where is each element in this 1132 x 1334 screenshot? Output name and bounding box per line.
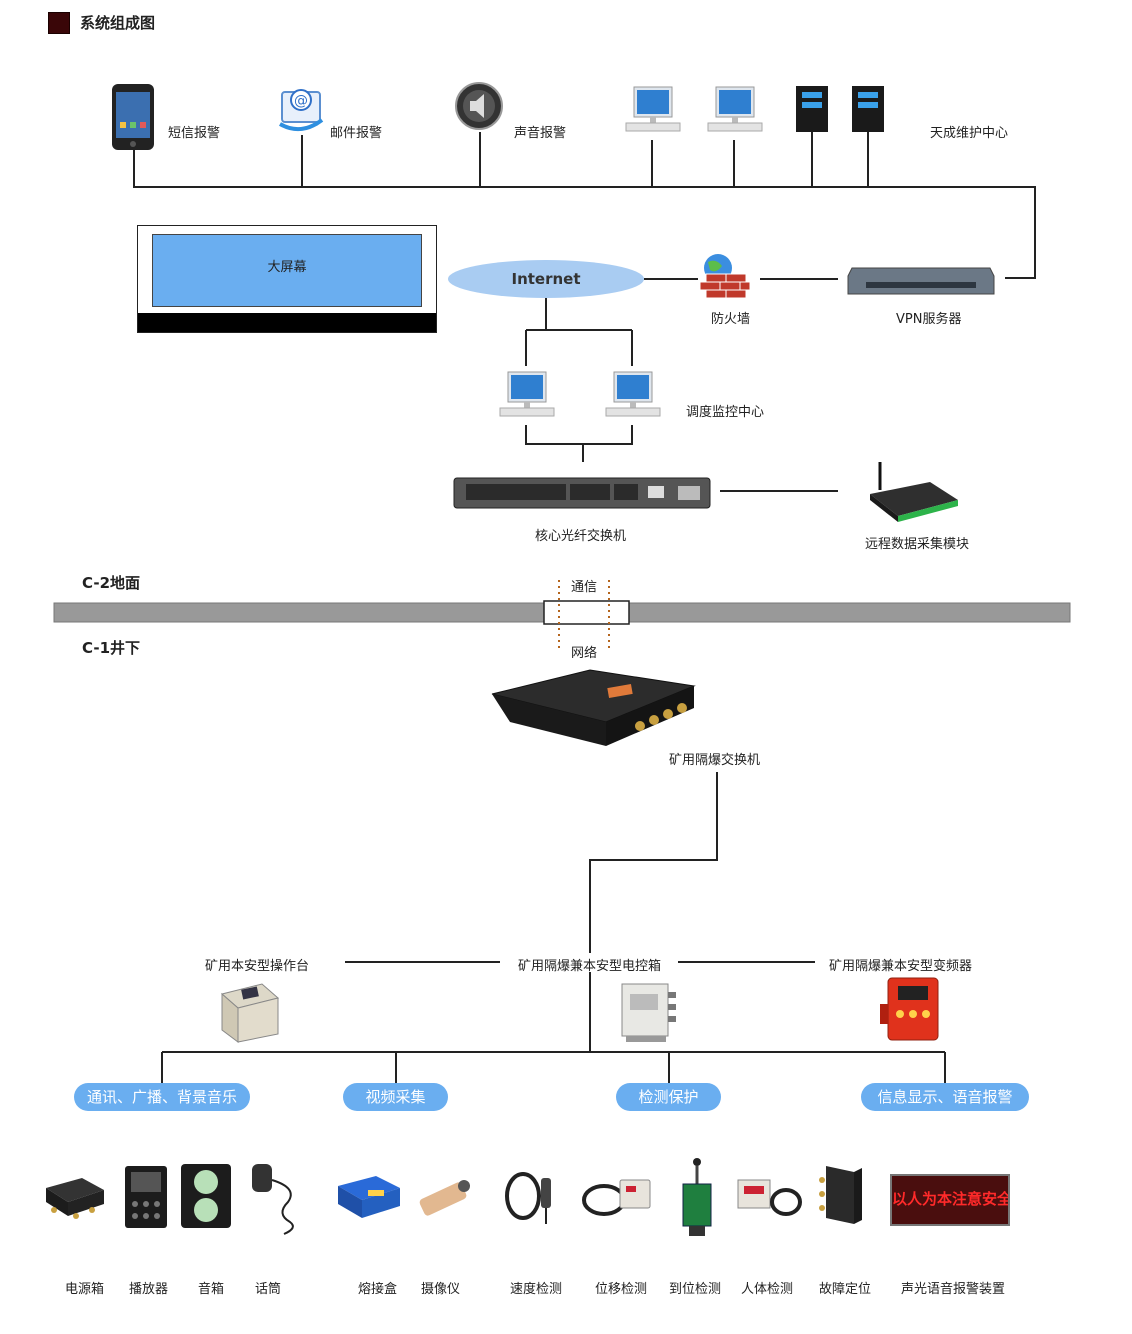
monitor-icon bbox=[625, 86, 681, 132]
led-alarm-display: 以人为本注意安全 bbox=[890, 1174, 1010, 1226]
network-label: 网络 bbox=[571, 646, 598, 661]
vpn-server-icon bbox=[847, 267, 995, 295]
big-screen-label: 大屏幕 bbox=[152, 234, 422, 307]
comm-label: 通信 bbox=[571, 580, 598, 595]
fault-locator-icon bbox=[819, 1166, 862, 1224]
sms-alarm-label: 短信报警 bbox=[168, 126, 221, 141]
inverter-label: 矿用隔爆兼本安型变频器 bbox=[829, 959, 973, 974]
remote-module-label: 远程数据采集模块 bbox=[865, 537, 970, 552]
server-tower-icon bbox=[852, 86, 884, 132]
monitor-icon bbox=[707, 86, 763, 132]
splice-box-icon bbox=[338, 1176, 400, 1218]
device-label: 位移检测 bbox=[595, 1282, 648, 1297]
title-marker bbox=[48, 12, 70, 34]
device-label: 故障定位 bbox=[819, 1282, 872, 1297]
device-label: 话筒 bbox=[255, 1282, 282, 1297]
monitor-icon bbox=[499, 371, 555, 417]
device-label: 速度检测 bbox=[510, 1282, 563, 1297]
speed-sensor-icon bbox=[505, 1172, 551, 1224]
displacement-sensor-icon bbox=[582, 1179, 651, 1216]
mine-switch-icon bbox=[491, 669, 696, 746]
underground-level-label: C-1井下 bbox=[82, 639, 141, 657]
server-tower-icon bbox=[796, 86, 828, 132]
svg-text:@: @ bbox=[294, 93, 308, 109]
surface-level-label: C-2地面 bbox=[82, 574, 141, 592]
led-text: 以人为本注意安全 bbox=[892, 1190, 1008, 1208]
category-video: 视频采集 bbox=[343, 1083, 448, 1111]
console-label: 矿用本安型操作台 bbox=[205, 959, 310, 974]
control-box-label: 矿用隔爆兼本安型电控箱 bbox=[518, 959, 662, 974]
player-icon bbox=[125, 1166, 167, 1228]
power-box-icon bbox=[46, 1178, 104, 1219]
human-sensor-icon bbox=[737, 1179, 802, 1216]
core-switch-icon bbox=[453, 477, 711, 509]
core-switch-label: 核心光纤交换机 bbox=[535, 529, 627, 544]
device-label: 播放器 bbox=[129, 1282, 169, 1297]
speaker-box-icon bbox=[181, 1164, 231, 1228]
device-label: 到位检测 bbox=[669, 1282, 722, 1297]
phone-icon bbox=[112, 84, 154, 150]
vpn-server-label: VPN服务器 bbox=[896, 312, 962, 327]
device-label: 摄像仪 bbox=[421, 1282, 461, 1297]
firewall-label: 防火墙 bbox=[711, 312, 751, 327]
email-alarm-label: 邮件报警 bbox=[330, 126, 383, 141]
remote-module-icon bbox=[870, 462, 958, 522]
device-label: 熔接盒 bbox=[358, 1282, 398, 1297]
internet-cloud: Internet bbox=[448, 260, 644, 298]
device-label: 音箱 bbox=[198, 1282, 225, 1297]
position-sensor-icon bbox=[682, 1158, 712, 1236]
firewall-icon bbox=[699, 254, 751, 299]
maintenance-center-label: 天成维护中心 bbox=[930, 126, 1009, 141]
device-label: 人体检测 bbox=[741, 1282, 794, 1297]
device-label: 声光语音报警装置 bbox=[901, 1282, 1006, 1297]
sound-alarm-label: 声音报警 bbox=[514, 126, 567, 141]
monitor-icon bbox=[605, 371, 661, 417]
page-title: 系统组成图 bbox=[80, 14, 156, 32]
console-icon bbox=[220, 983, 280, 1043]
camera-icon bbox=[419, 1180, 470, 1216]
email-icon: @ bbox=[279, 89, 324, 132]
mine-switch-label: 矿用隔爆交换机 bbox=[669, 753, 761, 768]
dispatch-center-label: 调度监控中心 bbox=[686, 405, 765, 420]
microphone-icon bbox=[252, 1164, 294, 1235]
inverter-icon bbox=[880, 977, 939, 1041]
speaker-icon bbox=[455, 82, 503, 130]
device-label: 电源箱 bbox=[65, 1282, 105, 1297]
big-screen: 大屏幕 bbox=[137, 225, 437, 333]
control-box-icon bbox=[621, 983, 676, 1042]
category-detection: 检测保护 bbox=[616, 1083, 721, 1111]
category-display-alarm: 信息显示、语音报警 bbox=[861, 1083, 1029, 1111]
category-comm-broadcast: 通讯、广播、背景音乐 bbox=[74, 1083, 250, 1111]
